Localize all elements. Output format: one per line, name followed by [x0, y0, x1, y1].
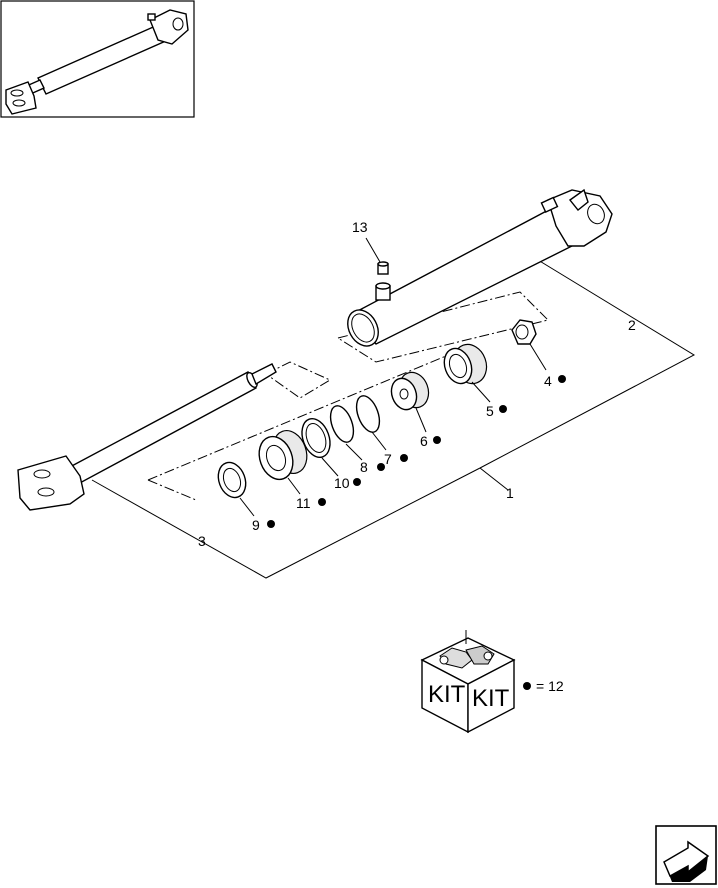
part-5-piston: [443, 343, 488, 385]
part-11-gland: [258, 430, 308, 481]
callout-3: 3: [198, 533, 206, 549]
kit-legend-dot: [523, 682, 531, 690]
callout-6: 6: [420, 433, 428, 449]
callout-13: 13: [352, 219, 368, 235]
kit-dot-10: [353, 478, 361, 486]
cylinder-barrel: [347, 188, 613, 347]
callout-4: 4: [544, 373, 552, 389]
kit-dot-4: [558, 375, 566, 383]
callout-5: 5: [486, 403, 494, 419]
kit-dot-7: [400, 454, 408, 462]
callout-9: 9: [252, 517, 260, 533]
cylinder-thumbnail-icon: [0, 0, 195, 118]
kit-dot-11: [318, 498, 326, 506]
kit-label-left: KIT: [428, 681, 466, 708]
grease-fitting: [365, 237, 389, 275]
part-6-seal: [390, 371, 430, 411]
kit-box-icon: KIT KIT: [420, 630, 516, 734]
part-9-wiper: [217, 461, 247, 499]
kit-dot-8: [377, 463, 385, 471]
callout-2: 2: [628, 317, 636, 333]
callout-7: 7: [384, 451, 392, 467]
kit-dot-9: [267, 520, 275, 528]
callout-1: 1: [506, 485, 514, 501]
kit-legend-text: = 12: [536, 678, 564, 694]
part-4-nut: [511, 319, 537, 345]
kit-dot-6: [433, 436, 441, 444]
part-10-o-ring: [301, 417, 331, 459]
kit-dot-5: [499, 405, 507, 413]
callout-10: 10: [334, 475, 350, 491]
part-8-backup-ring: [329, 405, 355, 443]
next-page-arrow-icon[interactable]: [655, 825, 717, 885]
kit-label-right: KIT: [472, 685, 510, 712]
callout-8: 8: [360, 459, 368, 475]
piston-rod: [17, 363, 277, 511]
part-7-o-ring: [355, 395, 381, 433]
callout-11: 11: [296, 495, 311, 511]
